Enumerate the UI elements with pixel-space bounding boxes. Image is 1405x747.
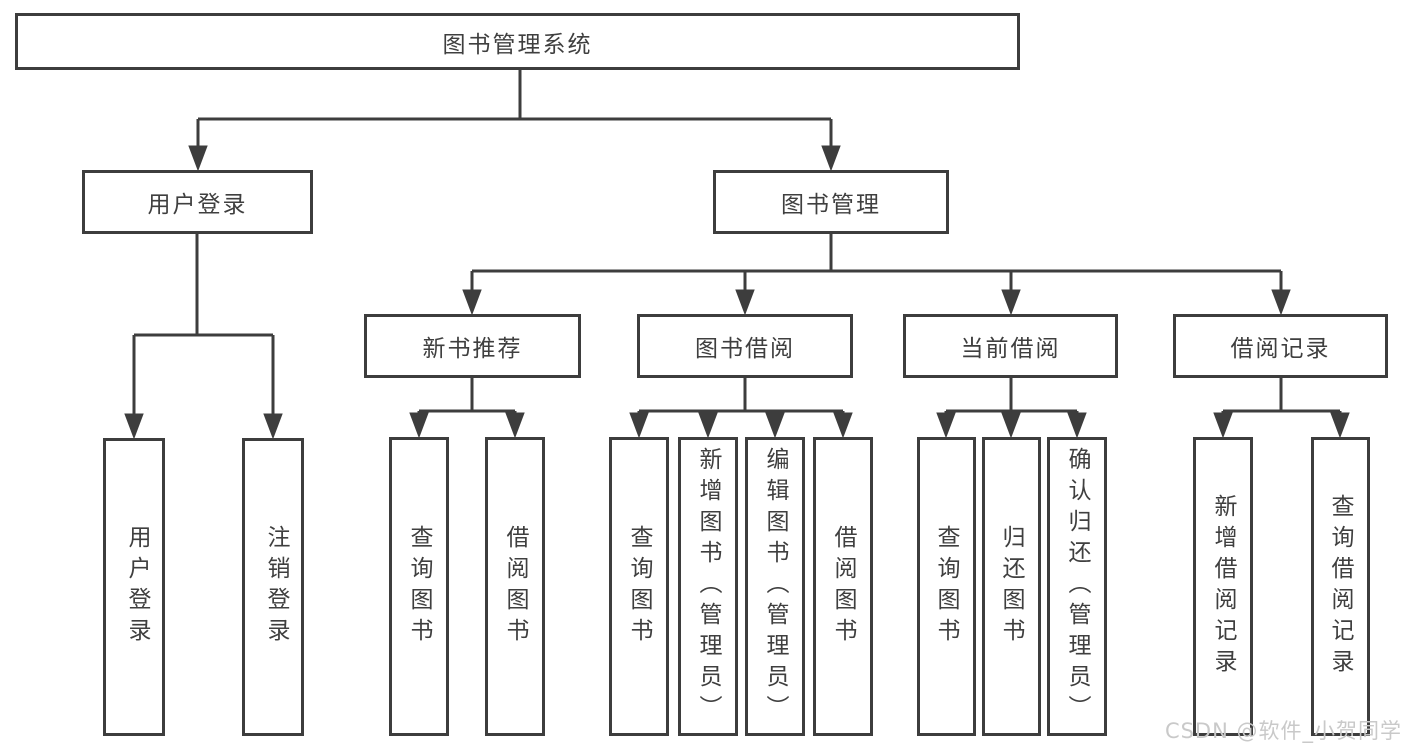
leaf-current-query-books: 查询图书 — [917, 437, 976, 736]
arrowheads — [124, 119, 1350, 440]
leaf-newbook-query-books: 查询图书 — [389, 437, 449, 736]
leaf-newbook-borrow-books: 借阅图书 — [485, 437, 545, 736]
csdn-watermark: CSDN @软件_小贺同学 — [1164, 719, 1402, 743]
node-borrow-records: 借阅记录 — [1173, 314, 1388, 378]
node-current-borrowing: 当前借阅 — [903, 314, 1118, 378]
node-book-management: 图书管理 — [713, 170, 949, 234]
leaf-borrow-query-books: 查询图书 — [609, 437, 669, 736]
leaf-logout: 注销登录 — [242, 438, 304, 736]
leaf-current-confirm-return-admin: 确认归还（管理员） — [1047, 437, 1107, 736]
node-user-login: 用户登录 — [82, 170, 313, 234]
leaf-borrow-borrow-books: 借阅图书 — [813, 437, 873, 736]
node-book-borrowing: 图书借阅 — [637, 314, 853, 378]
leaf-borrow-edit-books-admin: 编辑图书（管理员） — [745, 437, 805, 736]
node-library-system: 图书管理系统 — [15, 13, 1020, 70]
leaf-records-query-record: 查询借阅记录 — [1311, 437, 1370, 736]
leaf-borrow-add-books-admin: 新增图书（管理员） — [678, 437, 738, 736]
leaf-user-login: 用户登录 — [103, 438, 165, 736]
leaf-records-add-record: 新增借阅记录 — [1193, 437, 1253, 736]
leaf-current-return-books: 归还图书 — [982, 437, 1041, 736]
node-new-book-recommend: 新书推荐 — [364, 314, 581, 378]
